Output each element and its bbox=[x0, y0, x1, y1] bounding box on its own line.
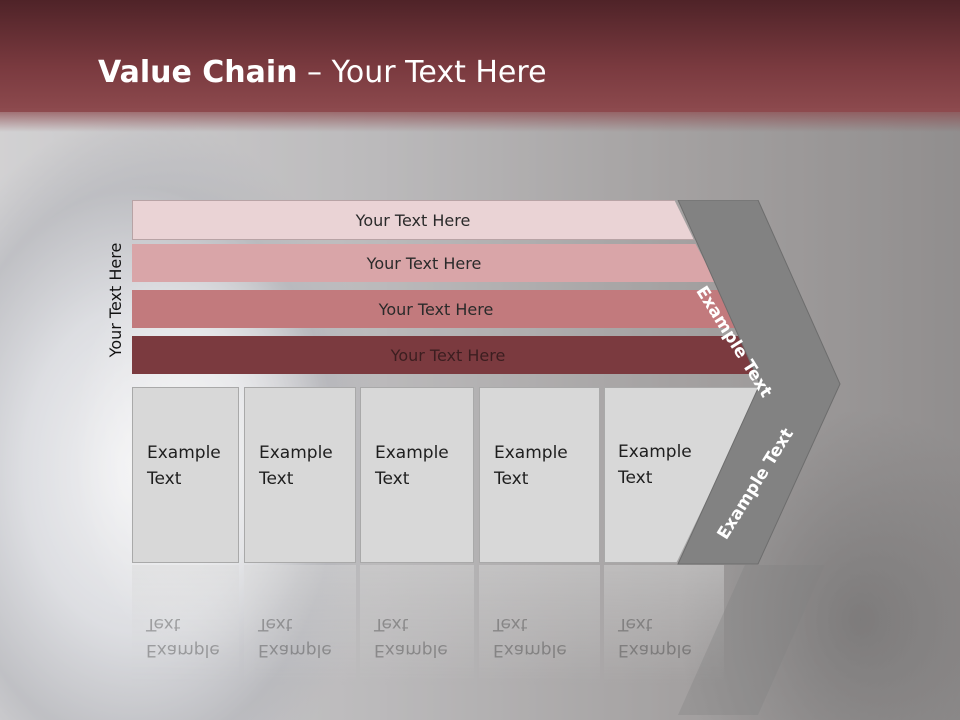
box-4-reflection-line2: Text bbox=[493, 614, 528, 634]
slide-title-rest: – Your Text Here bbox=[297, 55, 547, 90]
box-2-line2: Text bbox=[259, 469, 294, 489]
chevron-arrow[interactable] bbox=[674, 200, 844, 566]
box-3-reflection-line2: Text bbox=[374, 614, 409, 634]
bar-4[interactable]: Your Text Here bbox=[132, 336, 764, 374]
box-4-line1: Example bbox=[494, 443, 568, 463]
title-bar bbox=[0, 0, 960, 112]
bar-3-label: Your Text Here bbox=[378, 299, 494, 319]
box-1-reflection-line2: Text bbox=[146, 614, 181, 634]
box-4-reflection-line1: Example bbox=[493, 640, 567, 660]
box-3-line1: Example bbox=[375, 443, 449, 463]
box-3-line2: Text bbox=[375, 469, 410, 489]
box-3[interactable]: Example Text bbox=[360, 387, 474, 563]
box-4-reflection: Example Text bbox=[479, 565, 600, 715]
bar-3[interactable]: Your Text Here bbox=[132, 290, 740, 328]
box-1-reflection-line1: Example bbox=[146, 640, 220, 660]
box-3-reflection: Example Text bbox=[360, 565, 474, 715]
box-2-reflection: Example Text bbox=[244, 565, 356, 715]
box-5-shape bbox=[604, 387, 763, 563]
box-1-line2: Text bbox=[147, 469, 182, 489]
box-1-line1: Example bbox=[147, 443, 221, 463]
bar-2-label: Your Text Here bbox=[366, 253, 482, 273]
chevron-reflection bbox=[678, 565, 840, 715]
box-2-line1: Example bbox=[259, 443, 333, 463]
slide-title[interactable]: Value Chain – Your Text Here bbox=[98, 55, 547, 90]
box-5-line2: Text bbox=[618, 468, 653, 488]
box-5-line1: Example bbox=[618, 442, 692, 462]
box-2-reflection-line1: Example bbox=[258, 640, 332, 660]
box-1-reflection: Example Text bbox=[132, 565, 239, 715]
bar-1[interactable]: Your Text Here bbox=[132, 200, 694, 240]
box-4[interactable]: Example Text bbox=[479, 387, 600, 563]
box-2[interactable]: Example Text bbox=[244, 387, 356, 563]
box-5[interactable]: Example Text bbox=[604, 387, 724, 563]
bar-1-label: Your Text Here bbox=[355, 210, 471, 230]
box-3-reflection-line1: Example bbox=[374, 640, 448, 660]
bar-4-label: Your Text Here bbox=[390, 345, 506, 365]
title-bar-fade bbox=[0, 108, 960, 132]
box-1[interactable]: Example Text bbox=[132, 387, 239, 563]
slide-title-bold: Value Chain bbox=[98, 55, 298, 90]
box-4-line2: Text bbox=[494, 469, 529, 489]
bar-2[interactable]: Your Text Here bbox=[132, 244, 716, 282]
box-2-reflection-line2: Text bbox=[258, 614, 293, 634]
side-label[interactable]: Your Text Here bbox=[106, 242, 125, 358]
